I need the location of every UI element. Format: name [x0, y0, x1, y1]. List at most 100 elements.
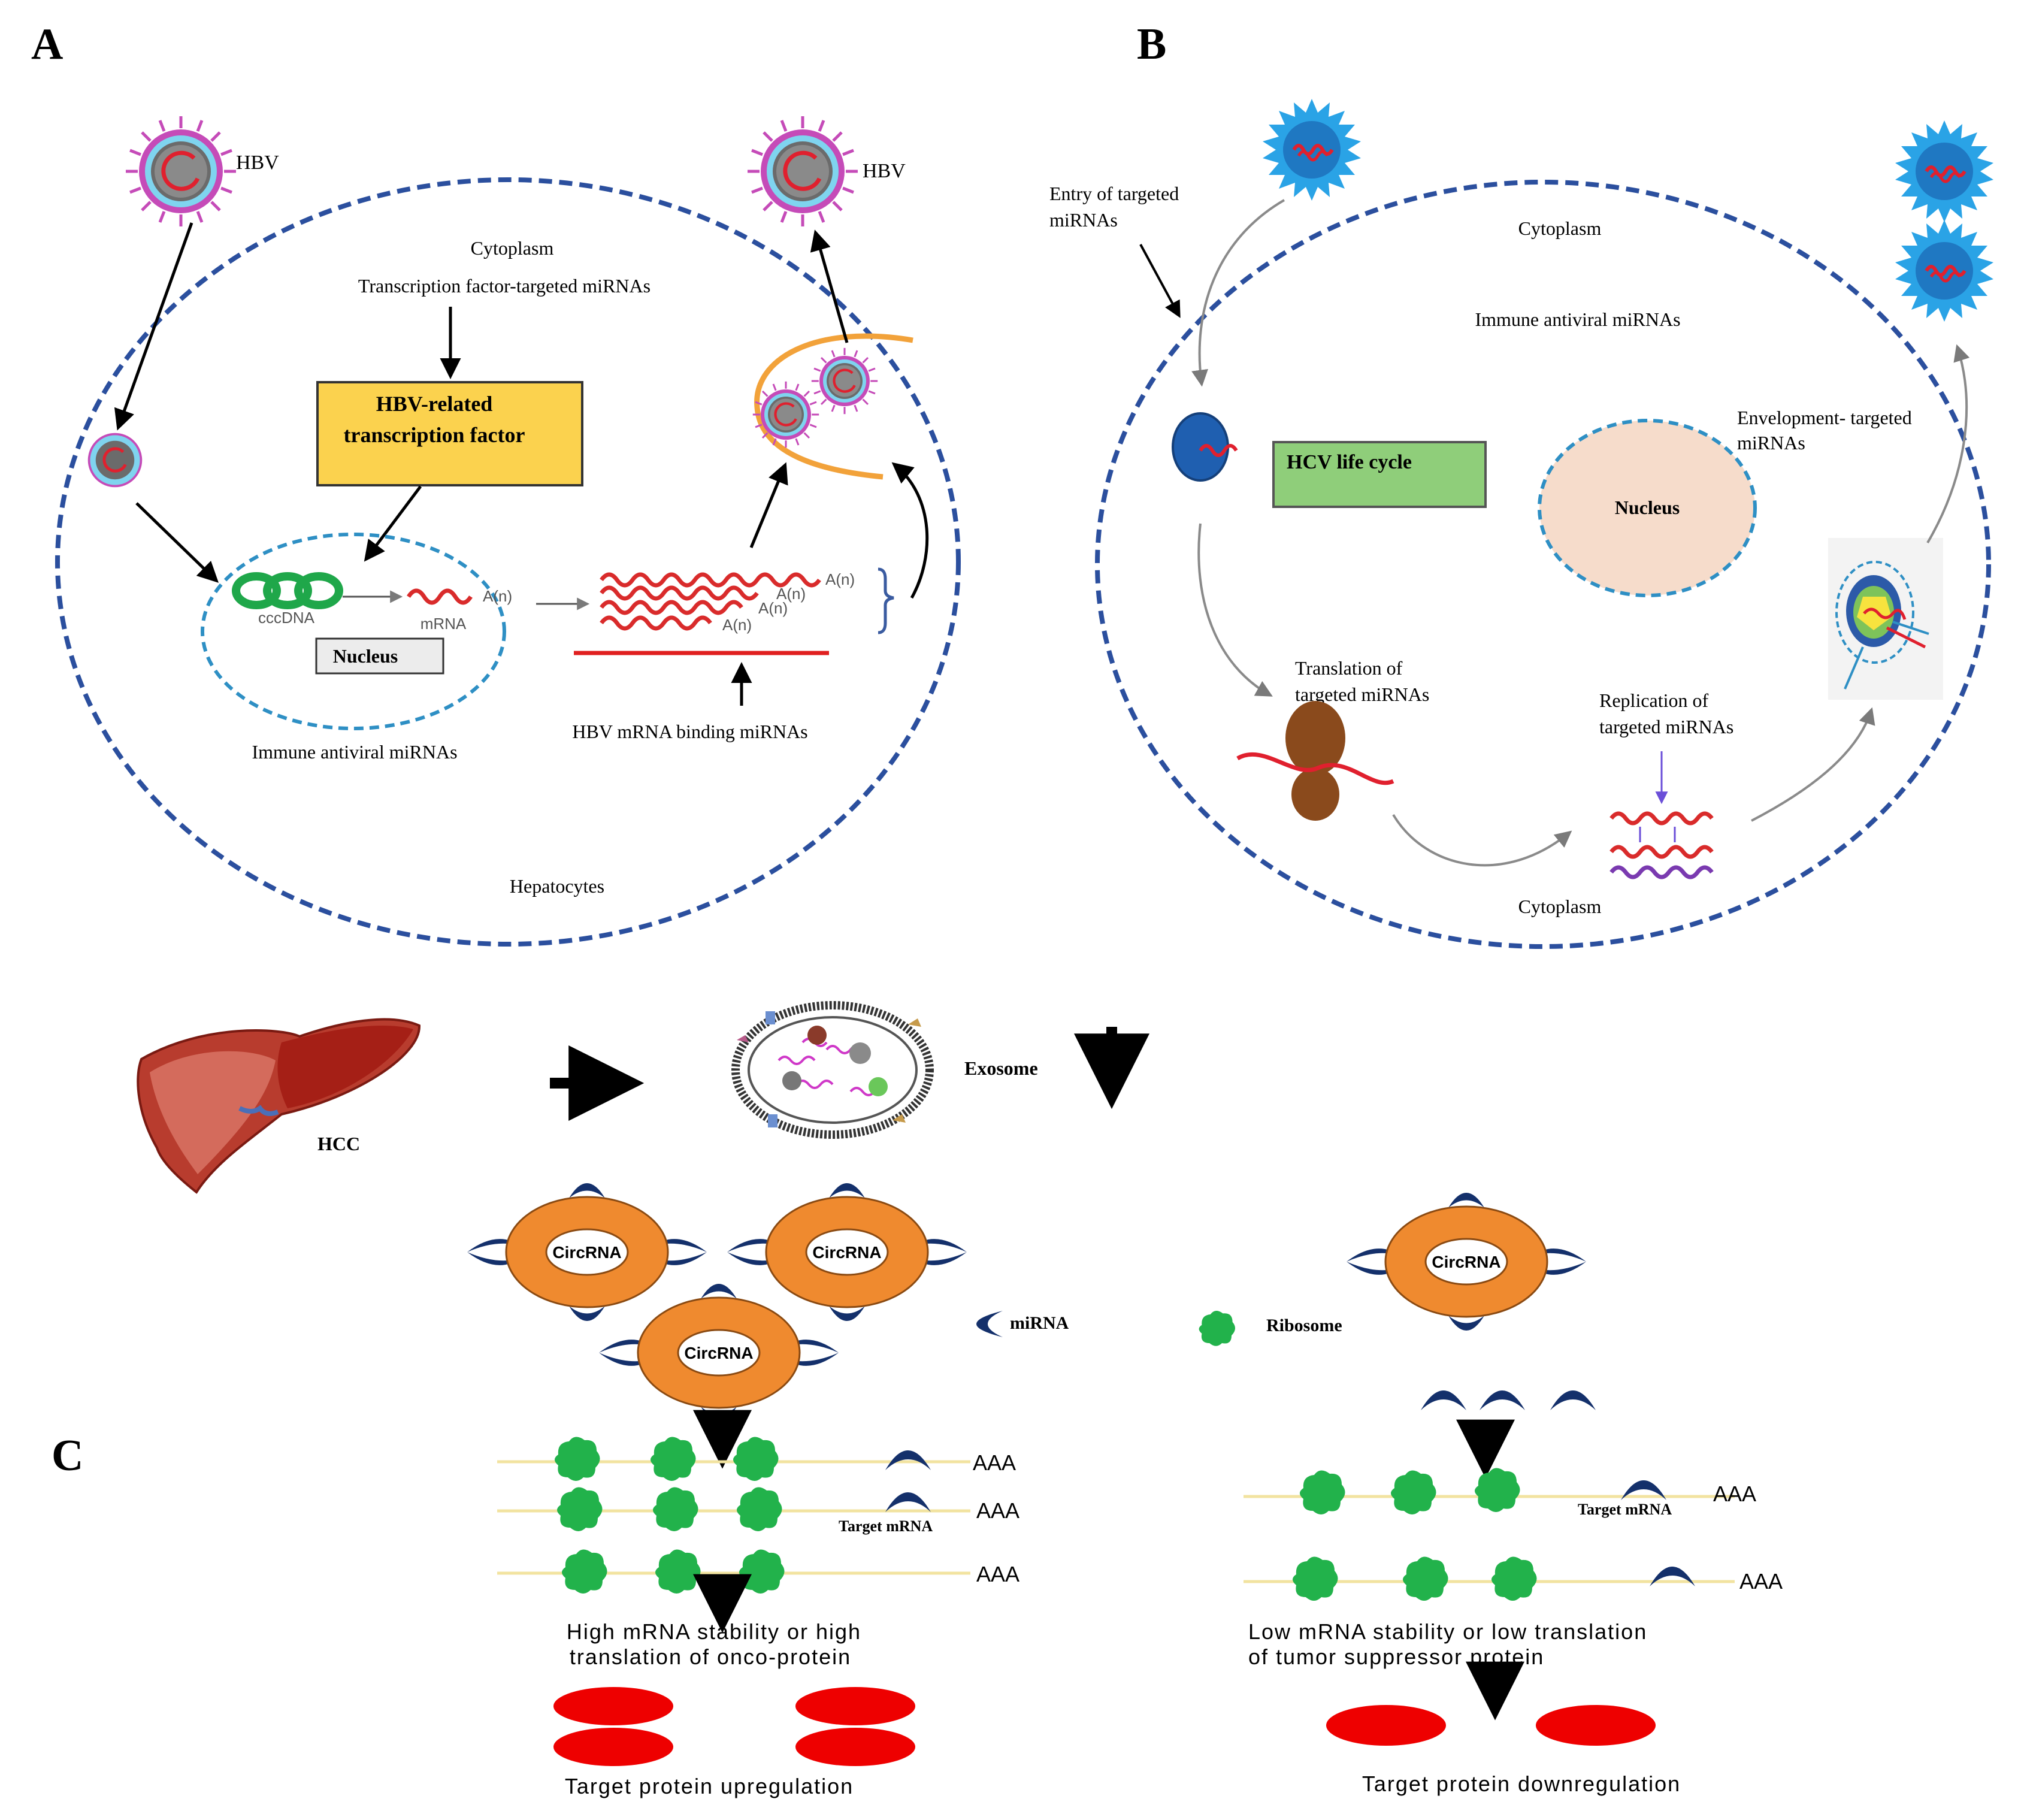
protein-icon: [1536, 1705, 1656, 1746]
free-mirna-icon: [1480, 1390, 1525, 1410]
mrna-binding-label: HBV mRNA binding miRNAs: [572, 721, 807, 742]
panel-c: C HCC: [52, 1001, 1783, 1798]
protein-icon: [553, 1728, 673, 1766]
aaa-left-3: AAA: [976, 1562, 1019, 1586]
an-label-3: A(n): [758, 599, 788, 617]
immune-mirnas-label-b: Immune antiviral miRNAs: [1475, 309, 1680, 330]
tf-box: [316, 381, 583, 486]
protein-icon: [795, 1728, 915, 1766]
hbv-mrna-stack: [600, 572, 821, 631]
envelopment-icon: [1828, 538, 1943, 700]
hbv-capsid-icon: [87, 433, 143, 488]
high-stability-line2: translation of onco-protein: [570, 1644, 851, 1669]
protein-icon: [553, 1687, 673, 1725]
an-label-2: A(n): [776, 585, 806, 603]
hbv-virion-icon-in: [126, 116, 236, 226]
replication-label-line2: targeted miRNAs: [1599, 716, 1733, 737]
cell-membrane-b: [1095, 180, 1991, 949]
ribosome-icon: [1300, 1470, 1345, 1514]
downregulation-label: Target protein downregulation: [1362, 1771, 1681, 1796]
immune-mirnas-label-a: Immune antiviral miRNAs: [252, 741, 457, 763]
liver-icon: [137, 1018, 421, 1194]
golgi-vesicle: [754, 333, 913, 480]
ribosome-icon: [651, 1437, 696, 1481]
an-label-nucleus: A(n): [483, 587, 512, 605]
protein-icon: [795, 1687, 915, 1725]
ribosome-icon: [562, 1549, 607, 1594]
hepatocytes-label: Hepatocytes: [510, 875, 604, 897]
tf-box-line2: transcription factor: [344, 423, 525, 447]
circrna-label-3: CircRNA: [684, 1344, 753, 1362]
free-mirna-icon: [1550, 1390, 1596, 1410]
cytoplasm-top-label-b: Cytoplasm: [1518, 217, 1602, 239]
mrna-label: mRNA: [420, 615, 467, 633]
hcv-virion-icon-out-2: [1895, 220, 1993, 322]
cccdna-icon: [232, 572, 343, 609]
hcv-entering-icon: [1172, 412, 1238, 482]
circrna-label-1: CircRNA: [552, 1243, 621, 1262]
mirna-legend-label: miRNA: [1010, 1313, 1069, 1333]
ribosome-icon: [739, 1549, 785, 1594]
upregulation-label: Target protein upregulation: [565, 1774, 854, 1798]
panel-a: A HBV HBV Cytoplasm Transcription factor…: [31, 20, 961, 947]
panel-c-letter: C: [52, 1431, 83, 1480]
nucleus-label-b: Nucleus: [1615, 497, 1680, 518]
exosome-icon: [731, 1001, 934, 1139]
aaa-left-2: AAA: [976, 1498, 1019, 1523]
envelop-label-line2: miRNAs: [1737, 432, 1805, 454]
target-mrna-right: Target mRNA: [1578, 1501, 1672, 1518]
target-mrna-left: Target mRNA: [839, 1517, 933, 1535]
replication-label-line1: Replication of: [1599, 690, 1709, 711]
envelop-label-line1: Envelopment- targeted: [1737, 407, 1912, 428]
an-label-1: A(n): [825, 570, 855, 588]
nucleus-label-a: Nucleus: [333, 645, 398, 667]
hcc-label: HCC: [317, 1133, 360, 1154]
ribosome-icon: [653, 1487, 698, 1531]
hbv-virion-icon-out: [748, 116, 858, 226]
panel-b-letter: B: [1137, 20, 1166, 69]
hcv-lifecycle-box: [1272, 441, 1487, 508]
hcv-virion-icon-in: [1263, 99, 1361, 201]
mirna-icon: [1650, 1567, 1695, 1586]
an-label-4: A(n): [722, 616, 752, 634]
entry-label-line1: Entry of targeted: [1049, 183, 1179, 204]
ribosome-icon: [1391, 1470, 1436, 1514]
hcv-virion-icon-out-1: [1895, 120, 1993, 222]
ribosome-icon: [1403, 1556, 1448, 1601]
ribosome-icon: [1293, 1556, 1338, 1601]
nucleus-a: [201, 533, 506, 730]
ribosome-legend-icon: [1199, 1310, 1236, 1346]
tf-box-line1: HBV-related: [376, 392, 493, 416]
hepatocyte-membrane: [55, 177, 961, 947]
mirna-icon: [885, 1492, 931, 1512]
hcv-lifecycle-label: HCV life cycle: [1287, 451, 1412, 473]
hbv-in-vesicle-2: [812, 348, 878, 414]
ribosome-icon: [1491, 1556, 1537, 1601]
exosome-label: Exosome: [964, 1057, 1038, 1079]
aaa-right-1: AAA: [1713, 1482, 1756, 1506]
cccdna-label: cccDNA: [258, 609, 315, 627]
cytoplasm-bottom-label-b: Cytoplasm: [1518, 896, 1602, 917]
ribosome-icon: [1475, 1468, 1520, 1512]
nucleus-b: [1538, 419, 1757, 597]
circrna-label-4: CircRNA: [1432, 1253, 1500, 1271]
panel-b: B Entry of targeted miRNAs Cytoplasm Imm…: [1049, 20, 1993, 949]
ribosome-icon: [655, 1549, 701, 1594]
nucleus-label-box: [315, 637, 444, 675]
free-mirna-icon: [1421, 1390, 1466, 1410]
circrna-label-2: CircRNA: [812, 1243, 881, 1262]
ribosome-icon: [737, 1487, 782, 1531]
aaa-left-1: AAA: [973, 1450, 1016, 1475]
panel-a-letter: A: [31, 20, 63, 69]
protein-icon: [1326, 1705, 1446, 1746]
tf-mirnas-label: Transcription factor-targeted miRNAs: [358, 275, 651, 297]
hbv-in-label: HBV: [236, 152, 279, 174]
ribosome-icon: [733, 1437, 779, 1481]
cytoplasm-label-a: Cytoplasm: [471, 237, 554, 259]
hbv-in-vesicle-1: [753, 382, 819, 448]
ribosome-icon: [557, 1487, 603, 1531]
high-stability-line1: High mRNA stability or high: [567, 1619, 861, 1644]
low-stability-line2: of tumor suppressor protein: [1248, 1644, 1544, 1669]
hbv-out-label: HBV: [863, 160, 906, 182]
